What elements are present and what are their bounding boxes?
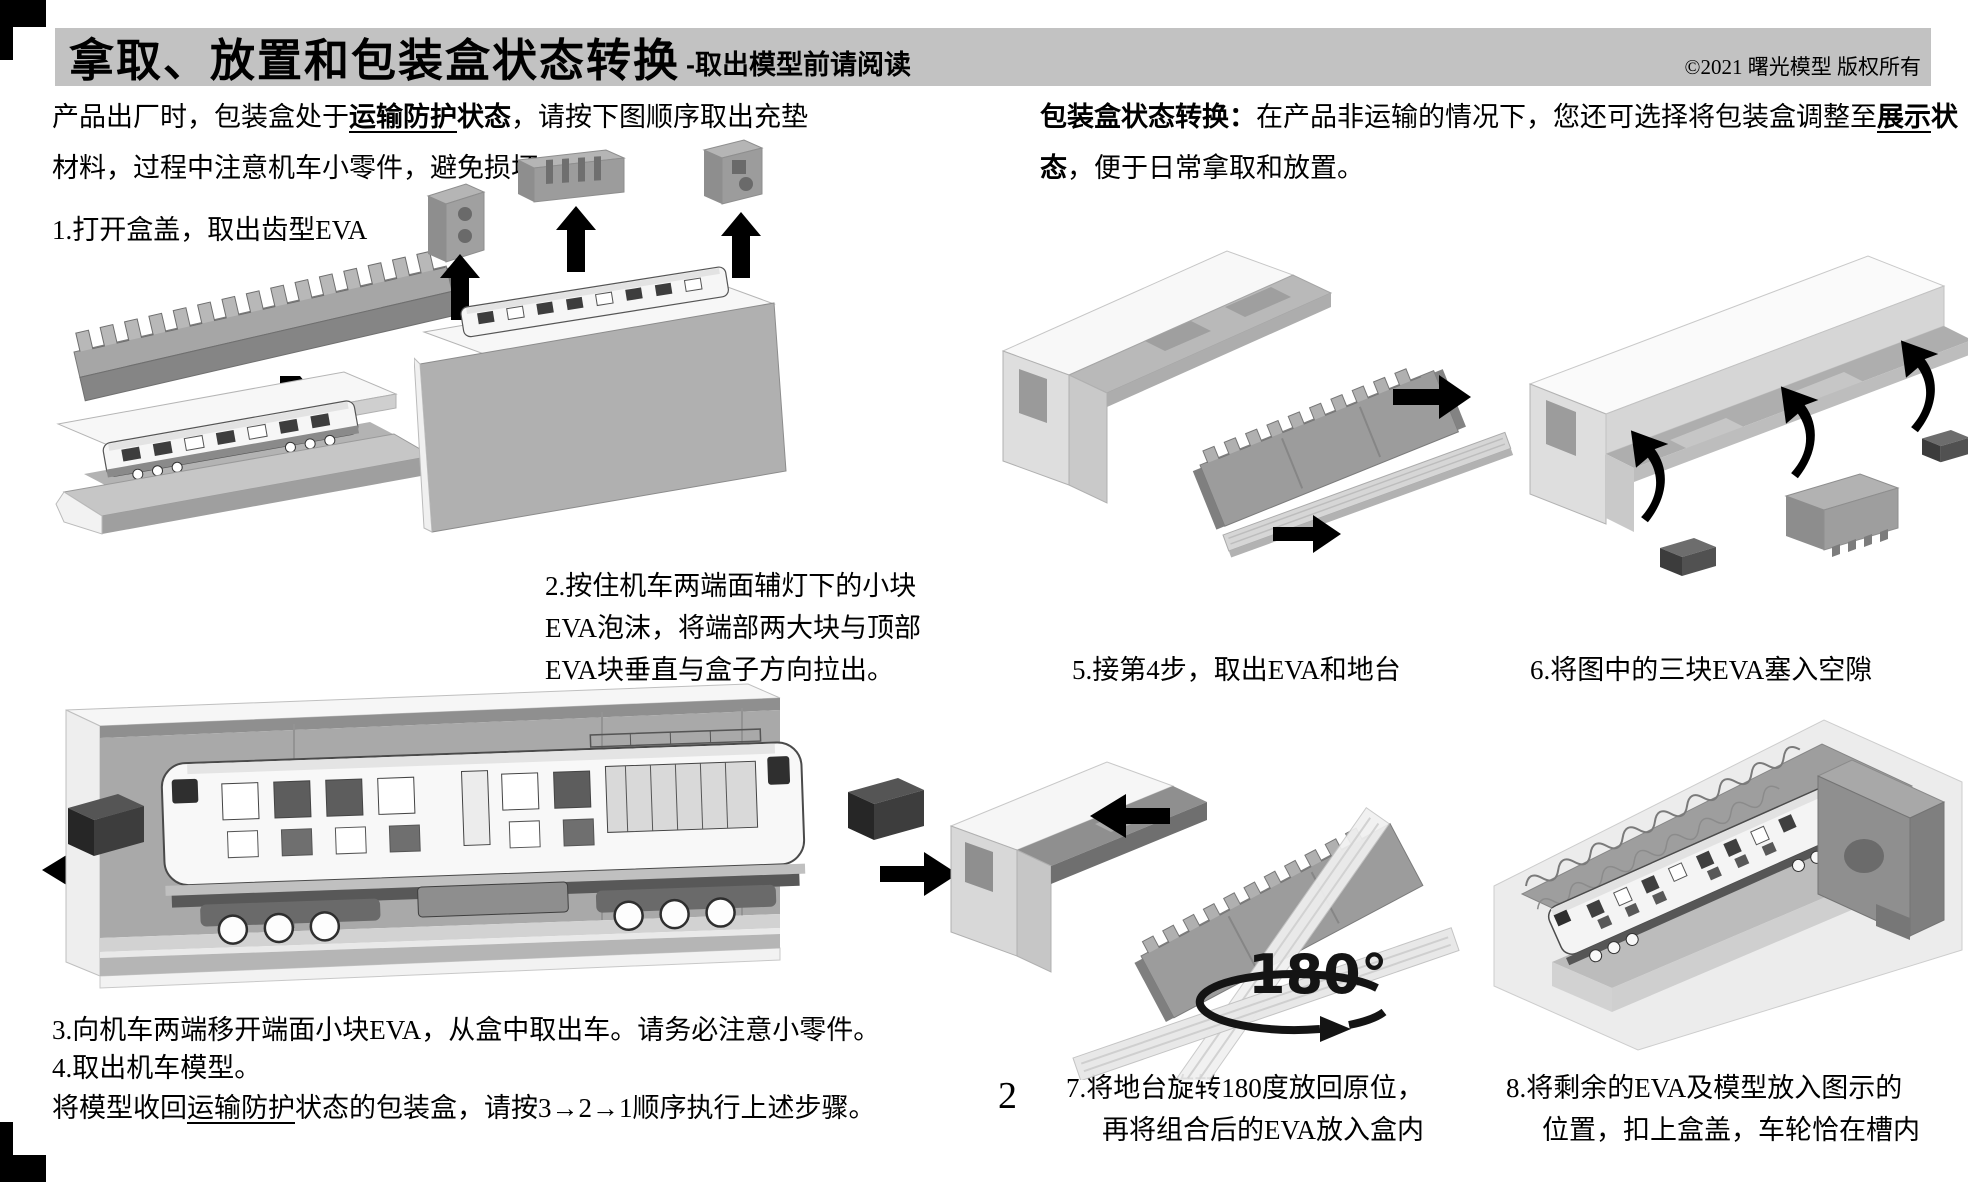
- rotation-angle-label: 180°: [1248, 943, 1388, 1006]
- step8-line1: 8.将剩余的EVA及模型放入图示的: [1506, 1073, 1903, 1103]
- return-note-tail: 状态的包装盒，请按3→2→1顺序执行上述步骤。: [295, 1093, 876, 1123]
- step2-label: 2.按住机车两端面辅灯下的小块EVA泡沫，将端部两大块与顶部EVA块垂直与盒子方…: [545, 571, 922, 685]
- corner-mark-bottom-left: [0, 1155, 46, 1182]
- intro-paragraph-right: 包装盒状态转换：在产品非运输的情况下，您还可选择将包装盒调整至展示状态，便于日常…: [1040, 92, 1965, 195]
- step5-label: 5.接第4步，取出EVA和地台: [1072, 655, 1401, 685]
- small-eva-blocks-illustration: [426, 139, 764, 320]
- open-box2-illustration: [414, 266, 787, 533]
- end-eva-block: [1816, 759, 1946, 940]
- step7-illustration: 180°: [949, 761, 1460, 1080]
- step8-line2: 位置，扣上盒盖，车轮恰在槽内: [1542, 1114, 1920, 1145]
- dark-eva-block-left: [68, 794, 144, 856]
- arrow-right-icon: [1273, 515, 1341, 553]
- curved-arrow-icon: [1780, 386, 1819, 479]
- dark-eva-block-right: [848, 778, 924, 840]
- box2-front: [414, 302, 787, 533]
- step6-label: 6.将图中的三块EVA塞入空隙: [1530, 655, 1873, 685]
- locomotive-graphic: [102, 400, 360, 480]
- arrow-up-icon: [556, 206, 596, 272]
- dark-eva-block-small: [1660, 538, 1716, 576]
- step7-label: 7.将地台旋转180度放回原位， 再将组合后的EVA放入盒内: [1066, 1068, 1424, 1152]
- step7-line1: 7.将地台旋转180度放回原位，: [1066, 1073, 1424, 1103]
- rotation-180-icon: 180°: [1195, 943, 1388, 1042]
- curved-arrow-icon: [1900, 340, 1939, 433]
- step6-illustration: [1528, 255, 1968, 576]
- page-title: 拿取、放置和包装盒状态转换: [69, 35, 681, 86]
- toothed-eva-illustration: [73, 250, 469, 402]
- step8-label: 8.将剩余的EVA及模型放入图示的 位置，扣上盒盖，车轮恰在槽内: [1506, 1068, 1920, 1152]
- arrow-left-icon: [1090, 794, 1170, 838]
- copyright-text: ©2021 曙光模型 版权所有: [1684, 55, 1921, 79]
- state-term: 状态: [457, 102, 511, 132]
- arrow-right-icon: [880, 852, 957, 896]
- intro-right-text: 在产品非运输的情况下，您还可选择将包装盒调整至: [1256, 102, 1877, 132]
- empty-box-shell: [1001, 250, 1333, 504]
- display-term: 展示: [1877, 102, 1931, 132]
- toothed-eva-block: [1784, 473, 1900, 557]
- eva-block-corner: [702, 139, 764, 205]
- toothed-eva-wall: [1192, 368, 1466, 530]
- intro-left-text-tail: ，请按下图顺序取出充垫材料，过程中注意机车小零件，避免损坏。: [52, 102, 808, 184]
- corner-mark-top-left-vertical: [0, 0, 13, 60]
- locomotive-graphic: [460, 266, 729, 338]
- return-note: 将模型收回运输防护状态的包装盒，请按3→2→1顺序执行上述步骤。: [52, 1088, 876, 1130]
- header-bar: 拿取、放置和包装盒状态转换 -取出模型前请阅读 ©2021 曙光模型 版权所有: [55, 28, 1931, 86]
- open-box1-illustration: [55, 371, 432, 535]
- step3-label: 3.向机车两端移开端面小块EVA，从盒中取出车。请务必注意小零件。: [52, 1015, 881, 1045]
- locomotive-graphic: [160, 728, 806, 945]
- step8-illustration: [1493, 719, 1963, 1051]
- empty-box-shell: [1528, 255, 1968, 532]
- toothed-eva-bar: [73, 250, 469, 402]
- main-box-illustration: [42, 683, 957, 989]
- step1-label: 1.打开盒盖，取出齿型EVA: [52, 215, 368, 245]
- eva-block-grooved: [516, 149, 626, 203]
- arrow-right-icon: [1393, 375, 1471, 419]
- intro-left-text: 产品出厂时，包装盒处于: [52, 102, 349, 132]
- state-term-2: 状态: [1040, 102, 1958, 184]
- step5-illustration: [1001, 250, 1514, 558]
- page-subtitle: -取出模型前请阅读: [686, 50, 912, 80]
- box1-front: [55, 433, 432, 535]
- box-state-convert-term: 包装盒状态转换：: [1040, 102, 1256, 132]
- intro-right-text-tail: ，便于日常拿取和放置。: [1067, 153, 1364, 184]
- transport-protect-term: 运输防护: [349, 102, 457, 132]
- intro-paragraph-left: 产品出厂时，包装盒处于运输防护状态，请按下图顺序取出充垫材料，过程中注意机车小零…: [52, 92, 827, 195]
- locomotive-graphic: [1547, 779, 1871, 966]
- return-note-text: 将模型收回: [52, 1093, 187, 1123]
- page-number: 2: [998, 1075, 1017, 1117]
- step7-line2: 再将组合后的EVA放入盒内: [1102, 1114, 1425, 1145]
- step4-label: 4.取出机车模型。: [52, 1053, 262, 1083]
- dark-eva-block-small: [1922, 430, 1968, 463]
- transport-protect-term-2: 运输防护: [187, 1093, 295, 1123]
- platform-strip: [1072, 927, 1460, 1080]
- eva-block-notched: [426, 183, 486, 263]
